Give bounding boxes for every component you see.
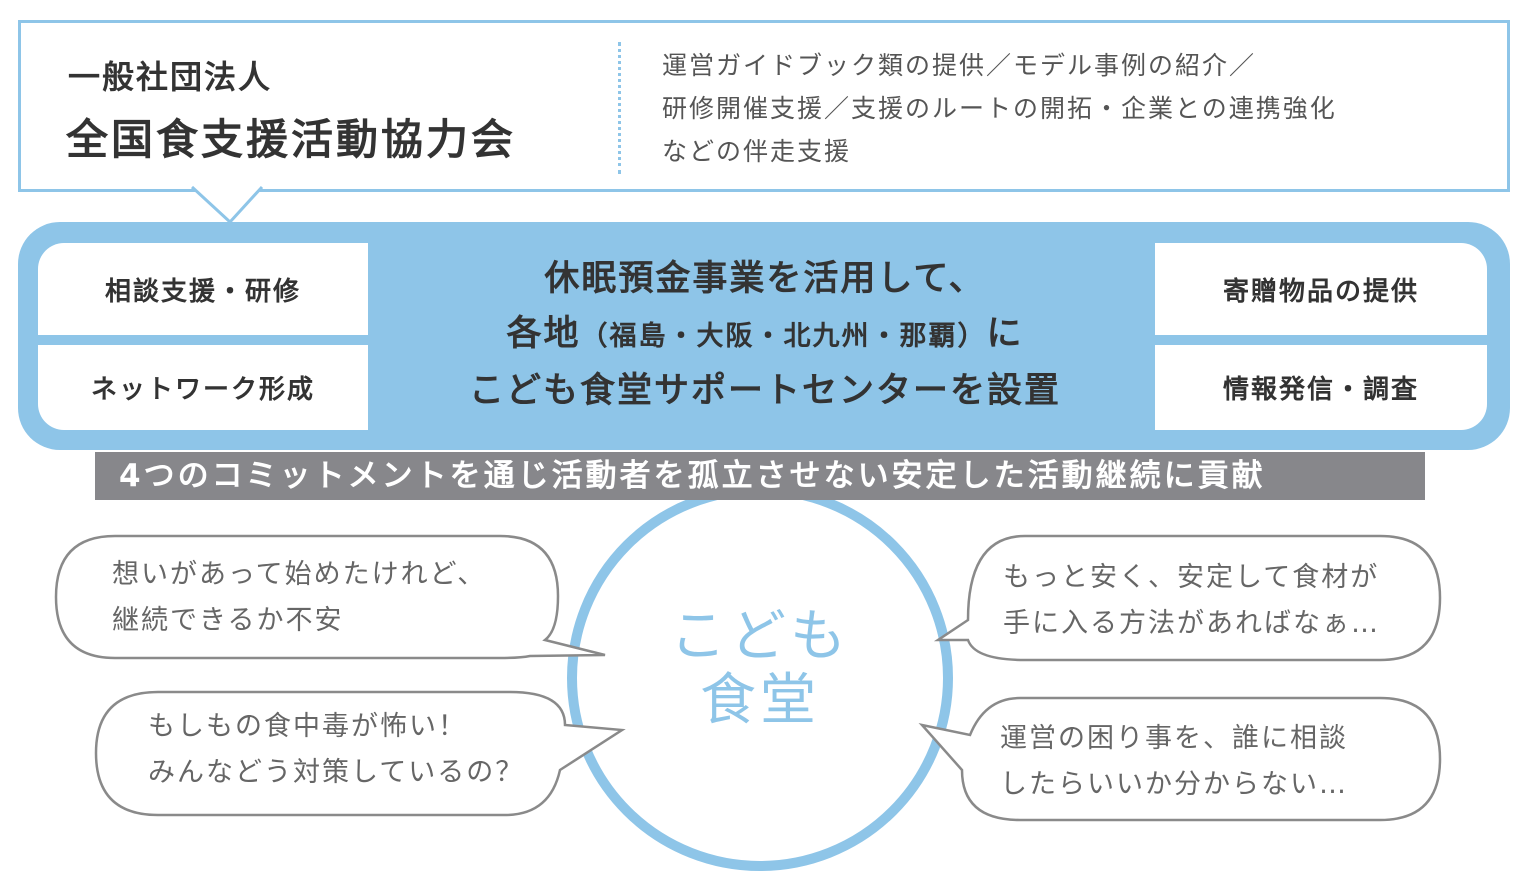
commitment-network: ネットワーク形成 — [38, 345, 368, 430]
speech-bubble — [933, 534, 1442, 662]
voice-ingredients: もっと安く、安定して食材が 手に入る方法があればなぁ… — [1003, 555, 1380, 647]
voice-food-poisoning: もしもの食中毒が怖い！ みんなどう対策しているの？ — [148, 704, 524, 796]
organization-name: 全国食支援活動協力会 — [66, 115, 517, 164]
organization-box — [18, 20, 1510, 192]
commitment-banner: 4つのコミットメントを通じ活動者を孤立させない安定した活動継続に貢献 — [95, 452, 1425, 500]
support-line: などの伴走支援 — [662, 137, 852, 166]
hub-label: こども 食堂 — [660, 605, 860, 733]
center-line-2: 各地（福島・大阪・北九州・那覇）に — [380, 307, 1150, 364]
center-line-1: 休眠預金事業を活用して、 — [544, 259, 986, 299]
support-line: 運営ガイドブック類の提供／モデル事例の紹介／ — [662, 51, 1257, 80]
voice-continuity: 想いがあって始めたけれど、 継続できるか不安 — [112, 552, 486, 644]
commitment-consultation: 相談支援・研修 — [38, 243, 368, 335]
speech-bubble — [54, 534, 606, 660]
voice-line: 想いがあって始めたけれど、 — [112, 559, 487, 590]
center-message: 休眠預金事業を活用して、 各地（福島・大阪・北九州・那覇）に こども食堂サポート… — [380, 252, 1150, 419]
voice-line: 手に入る方法があればなぁ… — [1003, 608, 1380, 639]
speech-bubble — [918, 696, 1442, 822]
voice-line: 運営の困り事を、誰に相談 — [1000, 723, 1348, 754]
center-line-2-places: （福島・大阪・北九州・那覇） — [580, 321, 987, 352]
center-line-2-post: に — [986, 314, 1024, 354]
dotted-divider — [618, 42, 621, 174]
voice-line: みんなどう対策しているの？ — [148, 757, 525, 788]
center-line-3: こども食堂サポートセンターを設置 — [468, 371, 1061, 411]
support-description: 運営ガイドブック類の提供／モデル事例の紹介／ 研修開催支援／支援のルートの開拓・… — [662, 44, 1337, 173]
commitment-information: 情報発信・調査 — [1155, 345, 1487, 430]
voice-line: もっと安く、安定して食材が — [1003, 562, 1380, 593]
commitment-donations: 寄贈物品の提供 — [1155, 243, 1487, 335]
hub-label-line-2: 食堂 — [700, 668, 820, 733]
hub-label-line-1: こども — [670, 604, 850, 669]
support-line: 研修開催支援／支援のルートの開拓・企業との連携強化 — [662, 94, 1337, 123]
organization-type: 一般社団法人 — [68, 58, 273, 96]
voice-line: したらいいか分からない… — [1000, 769, 1348, 800]
speech-bubble — [94, 690, 626, 817]
voice-consultation: 運営の困り事を、誰に相談 したらいいか分からない… — [1000, 716, 1348, 808]
voice-line: 継続できるか不安 — [112, 605, 344, 636]
center-line-2-pre: 各地 — [506, 314, 581, 354]
voice-line: もしもの食中毒が怖い！ — [148, 711, 467, 742]
